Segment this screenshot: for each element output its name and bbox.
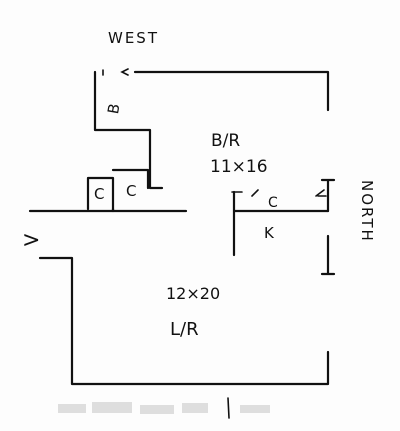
closet-3-label: C <box>268 195 278 211</box>
kitchen-tick-mid <box>251 189 259 197</box>
closet-2-label: C <box>126 182 136 200</box>
west-label: WEST <box>108 29 159 47</box>
bathroom-wall <box>93 70 164 190</box>
faded-scan-text <box>58 402 270 414</box>
kitchen-tick-right <box>315 189 327 197</box>
east-wall-upper <box>320 178 336 213</box>
bedroom-label: B/R <box>211 131 240 151</box>
wall-tick-bottom <box>227 397 230 419</box>
living-room-wall <box>38 256 330 386</box>
entry-marker: > <box>22 228 40 253</box>
bathroom-label: B <box>104 102 124 115</box>
north-label: NORTH <box>358 180 376 243</box>
closet-left <box>86 176 115 211</box>
bedroom-size-label: 11×16 <box>210 157 268 177</box>
door-arrow-mark <box>120 68 129 76</box>
closet-right-top <box>111 168 150 190</box>
hall-wall-left <box>28 207 115 213</box>
living-label: L/R <box>170 319 199 340</box>
bedroom-top-wall <box>133 70 330 112</box>
kitchen-label: K <box>264 224 275 242</box>
east-wall-lower <box>320 234 336 276</box>
closet-1-label: C <box>94 185 104 203</box>
hall-wall-right <box>111 207 188 213</box>
living-size-label: 12×20 <box>166 284 220 303</box>
